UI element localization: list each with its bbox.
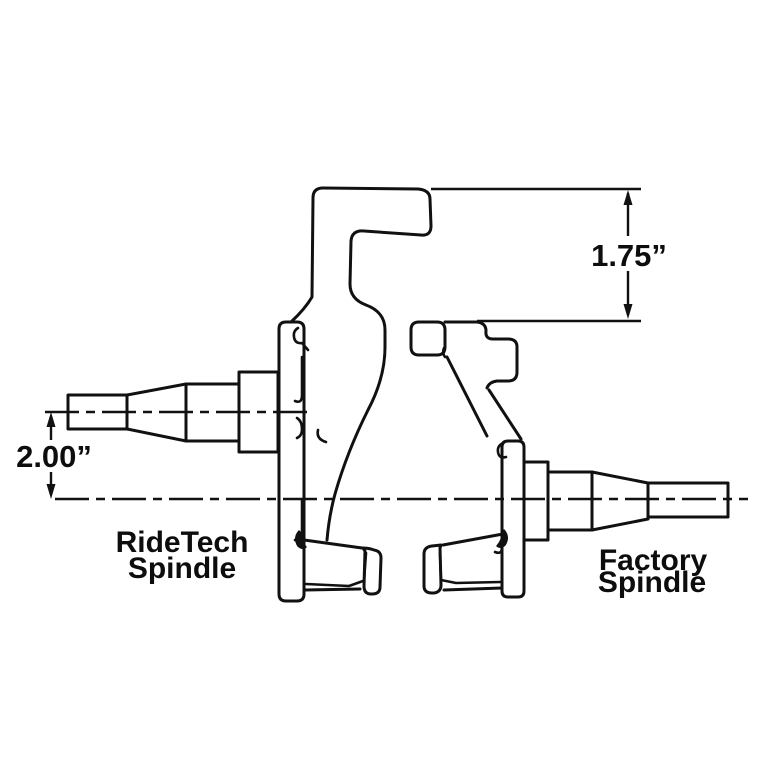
factory-shaft-end — [646, 481, 730, 519]
ridetech-plate-detail-mid-hook — [295, 416, 304, 440]
dimension-175-arrow-up — [623, 190, 633, 205]
ridetech-leg-foot — [361, 546, 383, 596]
factory-mounting-plate — [500, 439, 526, 599]
factory-tierod-boss — [409, 320, 447, 357]
centerlines — [45, 410, 748, 501]
ridetech-leg-bottom-edge — [303, 587, 362, 592]
spindle-labels: RideTech Spindle Factory Spindle — [116, 526, 708, 599]
dimension-2in-arrow-up — [46, 412, 56, 427]
factory-shaft-flange — [522, 460, 550, 542]
dimension-2in-arrow-down — [46, 484, 56, 499]
factory-leg-inner-lines — [438, 551, 502, 585]
ridetech-plate-details — [292, 326, 328, 543]
ridetech-body-and-steering-arm — [289, 186, 433, 542]
dimension-175-arrow-down — [623, 304, 633, 319]
factory-plate-detail-upper-curl — [496, 441, 508, 459]
ridetech-lower-leg — [295, 530, 383, 596]
ridetech-leg-top-edge — [302, 538, 364, 550]
factory-spindle-outline — [409, 320, 730, 599]
ridetech-neck-curl — [316, 428, 328, 444]
factory-shaft-taper — [590, 470, 650, 532]
factory-plate-detail-lower-hook — [493, 535, 504, 555]
factory-neck-left-edge — [445, 355, 489, 438]
factory-label-line2: Spindle — [598, 566, 706, 599]
factory-steering-arm — [475, 320, 519, 390]
dimension-2in-value: 2.00” — [16, 439, 92, 474]
factory-label-line1: Factory — [599, 544, 708, 577]
factory-plate-details — [493, 441, 508, 555]
factory-leg-bottom-edge — [442, 586, 504, 592]
ridetech-label-line2: Spindle — [128, 552, 236, 585]
dimension-spindle-pin-height: 2.00” — [16, 412, 92, 499]
ridetech-leg-inner-lines — [304, 551, 368, 588]
factory-leg-foot — [422, 543, 443, 595]
dimension-175-value: 1.75” — [591, 238, 667, 273]
ridetech-label-line1: RideTech — [116, 526, 249, 559]
factory-leg-top-edge — [441, 532, 505, 547]
ridetech-plate-detail-line-lower — [293, 498, 304, 543]
factory-boss-notch — [441, 346, 447, 359]
ridetech-mounting-plate — [277, 320, 306, 603]
ridetech-spindle-outline — [66, 186, 433, 603]
ridetech-plate-detail-line-upper — [293, 355, 304, 404]
factory-neck-right-edge — [487, 388, 523, 441]
dimension-steering-arm-height: 1.75” — [431, 187, 667, 323]
factory-lower-leg — [422, 529, 508, 595]
factory-shaft-cylinder — [546, 470, 594, 532]
ridetech-plate-detail-top-curl — [292, 326, 310, 352]
